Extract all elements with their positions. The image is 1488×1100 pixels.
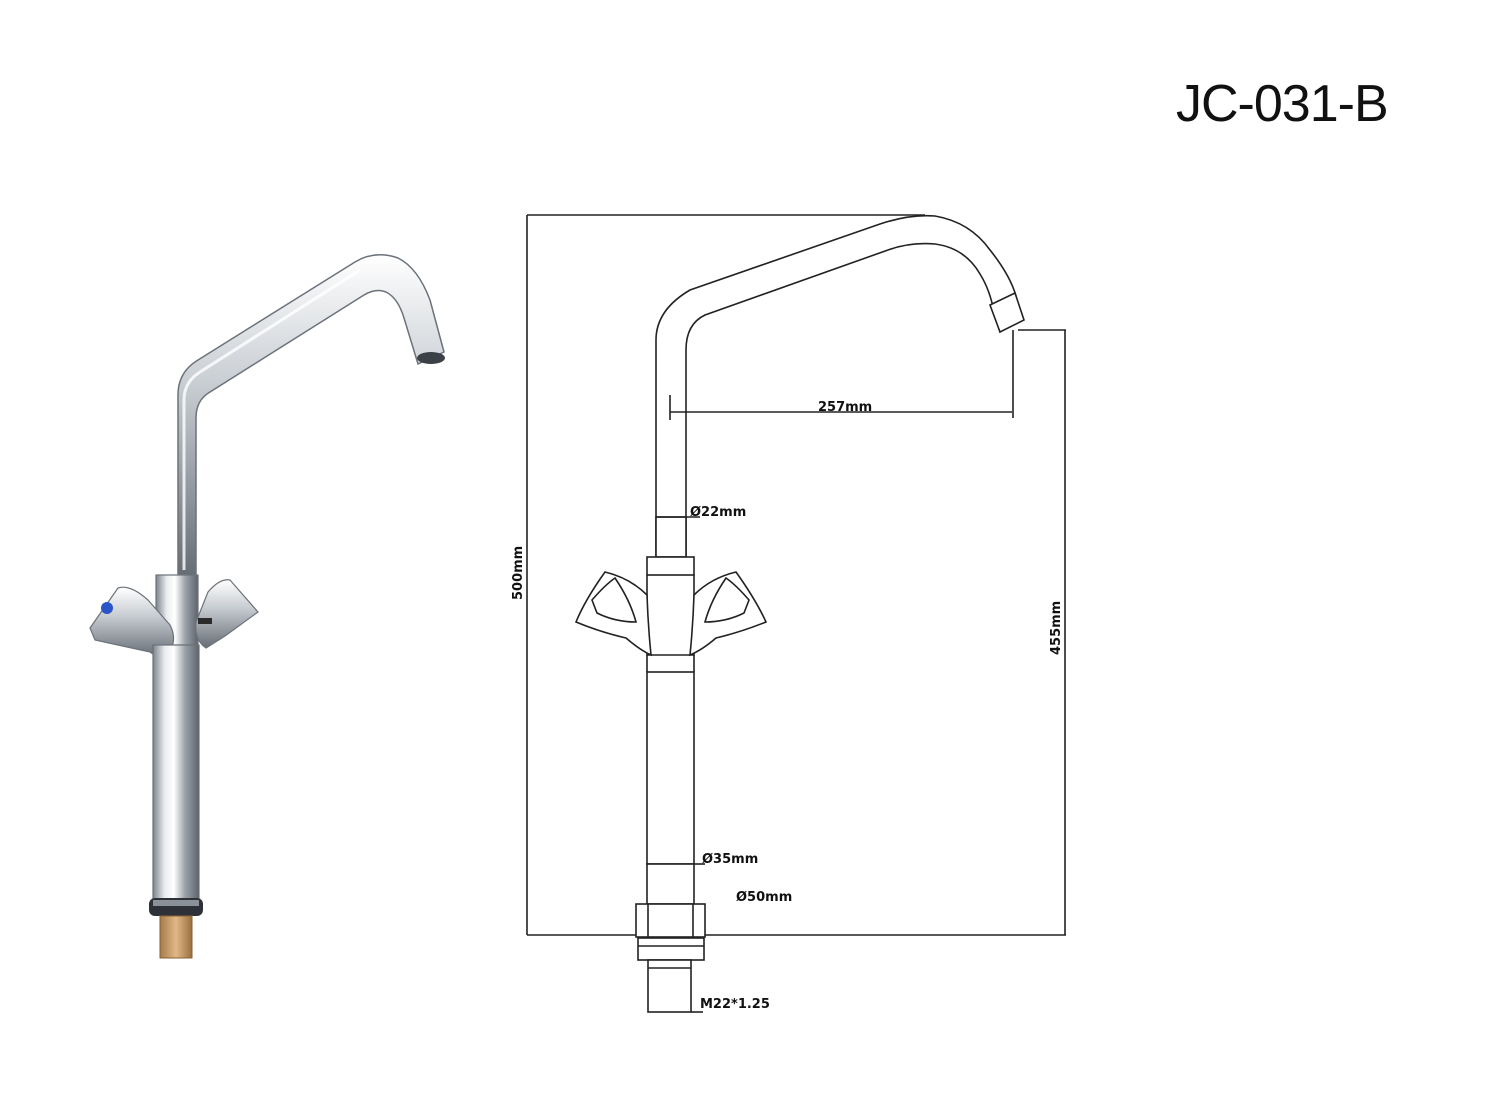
drawing-right-handle xyxy=(689,571,768,657)
photo-brass-shank xyxy=(159,915,193,959)
label-thread: M22*1.25 xyxy=(700,997,770,1012)
drawing-nut xyxy=(635,903,706,938)
drawing-left-handle xyxy=(574,571,652,657)
photo-spout xyxy=(177,254,445,576)
drawing-flange xyxy=(637,937,705,961)
drawing-base xyxy=(646,863,695,905)
label-body-dia: Ø35mm xyxy=(702,852,758,867)
drawing-lower-body xyxy=(646,671,695,865)
label-base-dia: Ø50mm xyxy=(736,890,792,905)
photo-right-handle xyxy=(195,579,259,649)
model-code-title: JC-031-B xyxy=(1176,75,1389,133)
drawing-handle-body xyxy=(646,556,695,576)
label-total-height: 500mm xyxy=(511,546,526,600)
label-spout-reach: 257mm xyxy=(818,400,872,415)
label-spout-tube-dia: Ø22mm xyxy=(690,505,746,520)
faucet-photo xyxy=(89,254,445,959)
label-outlet-height: 455mm xyxy=(1049,601,1064,655)
photo-lower-body xyxy=(152,644,200,901)
photo-cold-indicator xyxy=(101,602,113,614)
drawing-upper-collar xyxy=(655,516,687,558)
